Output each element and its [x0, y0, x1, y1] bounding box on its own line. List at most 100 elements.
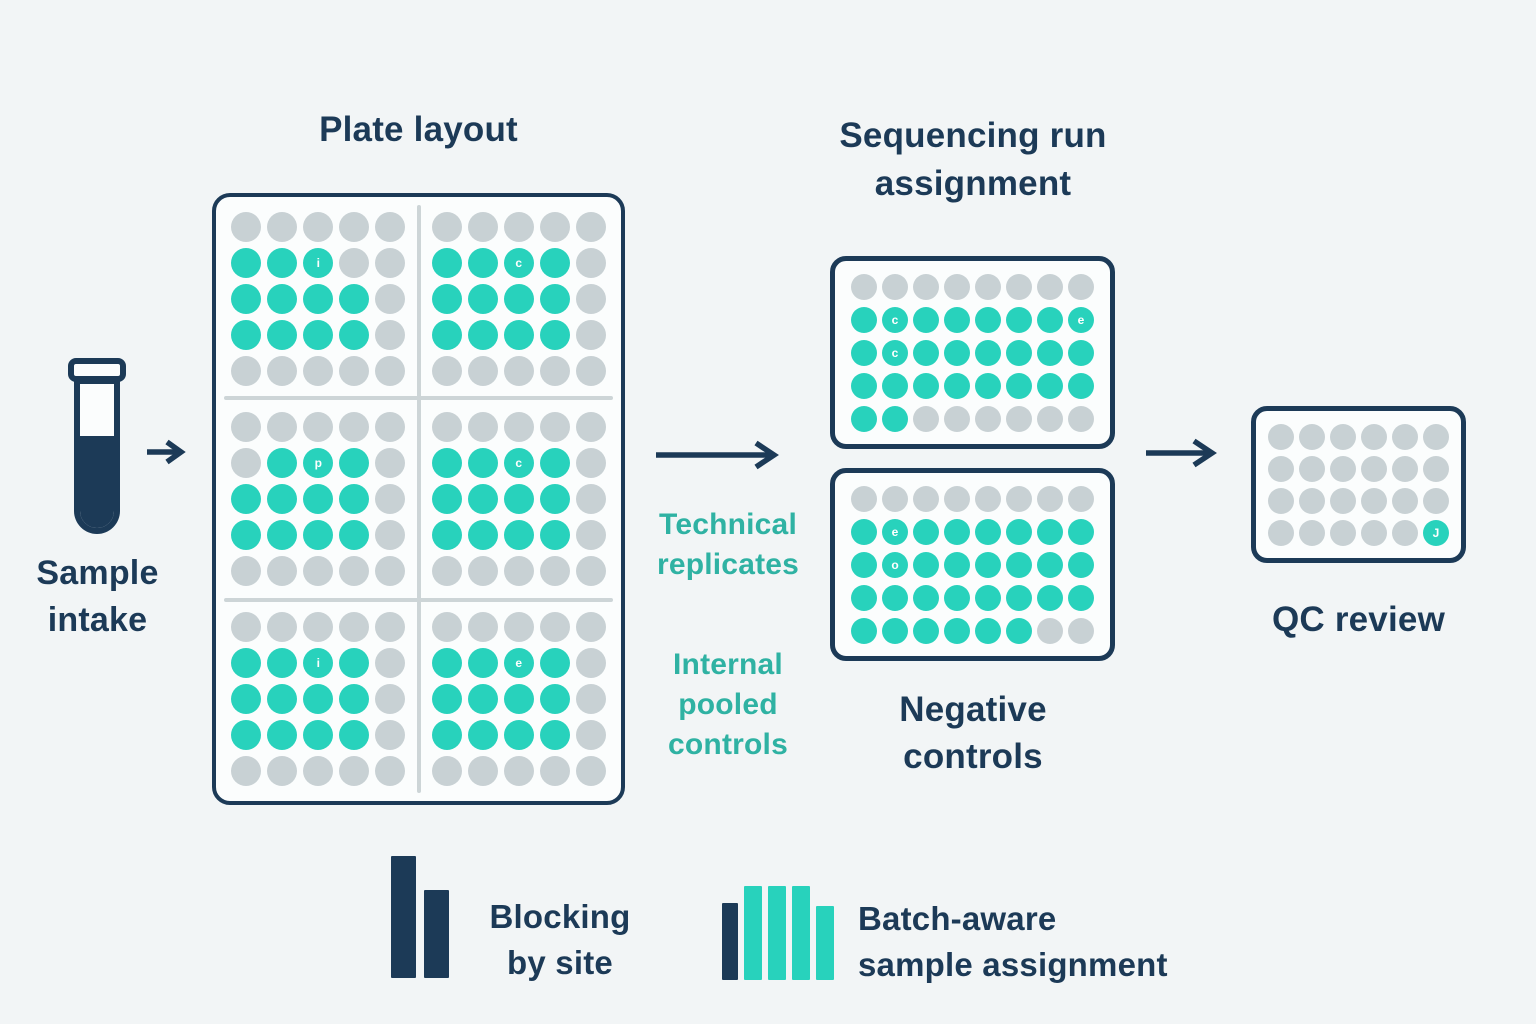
well-row: c	[431, 448, 606, 478]
well-dot	[431, 320, 462, 350]
well-row	[431, 756, 606, 786]
well-dot	[575, 356, 606, 386]
well-dot	[1330, 519, 1356, 546]
well-dot: c	[503, 448, 534, 478]
well-dot: i	[303, 648, 334, 678]
well-dot: p	[303, 448, 334, 478]
well-dot	[303, 684, 334, 714]
well-dot	[882, 584, 908, 611]
well-dot	[851, 372, 877, 399]
technical-label-line2: replicates	[656, 548, 800, 581]
well-dot	[467, 720, 498, 750]
well-dot	[575, 648, 606, 678]
arrow-icon	[656, 440, 779, 470]
well-grid: p	[231, 412, 406, 586]
teal-bar	[816, 906, 834, 980]
well-dot	[1268, 519, 1294, 546]
well-dot: c	[882, 306, 908, 333]
well-dot	[1006, 518, 1032, 545]
well-dot	[503, 684, 534, 714]
well-dot	[539, 212, 570, 242]
well-row: e	[431, 648, 606, 678]
negative-label-line2: controls	[903, 737, 1043, 776]
batch-aware-label: Batch-aware sample assignment	[858, 896, 1278, 988]
well-dot	[539, 684, 570, 714]
test-tube-rim	[68, 358, 126, 382]
well-row	[431, 612, 606, 642]
plate-sections: i c p c i e	[218, 199, 619, 799]
well-dot	[575, 684, 606, 714]
blocking-bars-icon	[391, 856, 449, 978]
well-dot	[267, 520, 298, 550]
well-row	[231, 612, 406, 642]
well-dot	[575, 756, 606, 786]
well-dot	[575, 248, 606, 278]
well-dot	[1006, 339, 1032, 366]
well-dot	[503, 212, 534, 242]
well-dot	[1068, 372, 1094, 399]
well-dot	[539, 412, 570, 442]
well-dot	[375, 484, 406, 514]
well-dot	[339, 520, 370, 550]
well-dot	[231, 356, 262, 386]
well-dot	[375, 212, 406, 242]
well-dot	[1068, 339, 1094, 366]
well-dot	[575, 720, 606, 750]
well-dot	[539, 448, 570, 478]
well-dot	[1361, 423, 1387, 450]
well-dot	[231, 520, 262, 550]
well-row	[1268, 487, 1449, 514]
well-dot	[1392, 519, 1418, 546]
well-dot	[1330, 423, 1356, 450]
well-dot	[467, 556, 498, 586]
well-dot	[539, 756, 570, 786]
plate-section-bottom-left: i	[218, 599, 419, 799]
well-dot	[375, 284, 406, 314]
well-dot	[503, 756, 534, 786]
well-dot	[431, 612, 462, 642]
well-dot	[851, 551, 877, 578]
well-dot	[339, 648, 370, 678]
well-dot	[431, 412, 462, 442]
well-dot	[1037, 584, 1063, 611]
well-dot	[851, 584, 877, 611]
well-dot	[231, 284, 262, 314]
well-row	[231, 284, 406, 314]
well-dot	[231, 212, 262, 242]
well-row	[231, 320, 406, 350]
well-dot	[339, 248, 370, 278]
well-row	[431, 320, 606, 350]
well-dot	[575, 212, 606, 242]
well-row	[431, 356, 606, 386]
well-dot	[882, 273, 908, 300]
well-dot	[339, 684, 370, 714]
well-dot	[1037, 518, 1063, 545]
well-dot	[1299, 423, 1325, 450]
well-row: c	[431, 248, 606, 278]
well-dot	[267, 720, 298, 750]
well-dot: e	[503, 648, 534, 678]
well-dot	[975, 306, 1001, 333]
well-dot	[1006, 551, 1032, 578]
well-row	[851, 405, 1094, 432]
well-letter: p	[314, 456, 322, 470]
well-dot	[1299, 487, 1325, 514]
well-dot	[1006, 405, 1032, 432]
well-dot	[1006, 273, 1032, 300]
internal-pooled-controls-label: Internal pooled controls	[640, 645, 816, 765]
well-dot	[944, 518, 970, 545]
well-dot	[1361, 455, 1387, 482]
plate-layout-board: i c p c i e	[212, 193, 625, 805]
well-dot	[913, 551, 939, 578]
well-row	[231, 556, 406, 586]
well-dot	[503, 720, 534, 750]
well-row: e	[851, 518, 1094, 545]
well-dot	[231, 720, 262, 750]
test-tube-icon	[68, 358, 126, 536]
plate-section-top-right: c	[419, 199, 620, 399]
well-dot	[375, 248, 406, 278]
well-row	[431, 720, 606, 750]
well-dot	[1330, 455, 1356, 482]
arrow-icon	[1146, 438, 1217, 468]
